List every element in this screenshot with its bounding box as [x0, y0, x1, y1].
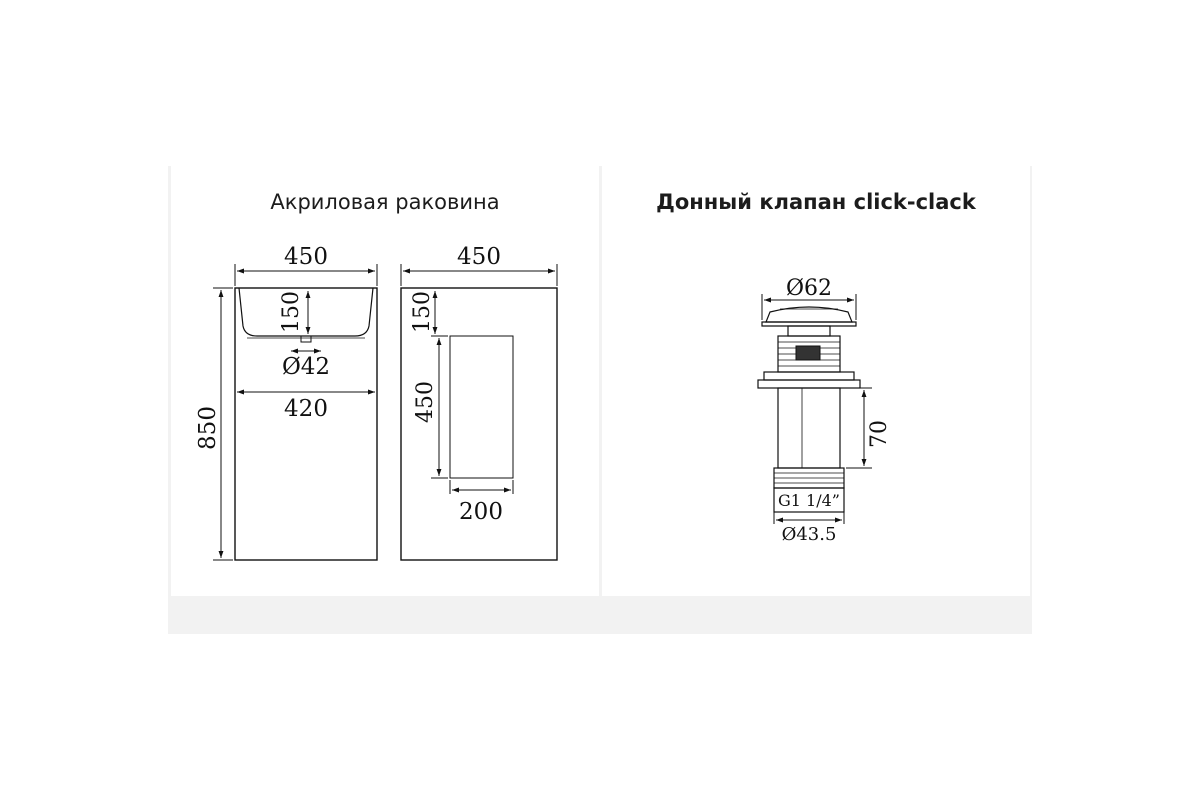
- sink-inner-width-label: 420: [284, 396, 328, 422]
- valve-bottom-label: Ø43.5: [782, 524, 837, 545]
- drawing-frame: Акриловая раковина: [168, 166, 1032, 634]
- sink-front-dims: [213, 264, 378, 561]
- sink-drain-label: Ø42: [282, 354, 330, 380]
- sink-panel: Акриловая раковина: [171, 166, 599, 596]
- sink-recess-width-label: 200: [459, 499, 503, 525]
- sink-height-label: 850: [195, 406, 221, 450]
- valve-panel: Донный клапан click-clack: [602, 166, 1030, 596]
- sink-side-dims: [400, 264, 558, 494]
- sink-drawing: 450 150 Ø42 420 850: [195, 244, 558, 561]
- sink-side-width-label: 450: [457, 244, 501, 270]
- valve-body: [757, 306, 861, 513]
- sink-side-view: [400, 287, 558, 561]
- sink-side-top-label: 150: [410, 291, 435, 333]
- valve-thread-label: G1 1/4”: [778, 491, 840, 510]
- sink-front-view: [234, 287, 378, 561]
- valve-cap-label: Ø62: [786, 276, 832, 301]
- valve-height-label: 70: [867, 420, 892, 448]
- sink-recess-height-label: 450: [413, 381, 438, 423]
- valve-dims: [761, 294, 872, 524]
- sink-front-width-label: 450: [284, 244, 328, 270]
- sink-bowl-depth-label: 150: [279, 291, 304, 333]
- valve-title: Донный клапан click-clack: [656, 190, 976, 214]
- sink-title: Акриловая раковина: [270, 190, 500, 214]
- valve-drawing: Ø62 70 G1 1/4” Ø43.5: [757, 276, 892, 545]
